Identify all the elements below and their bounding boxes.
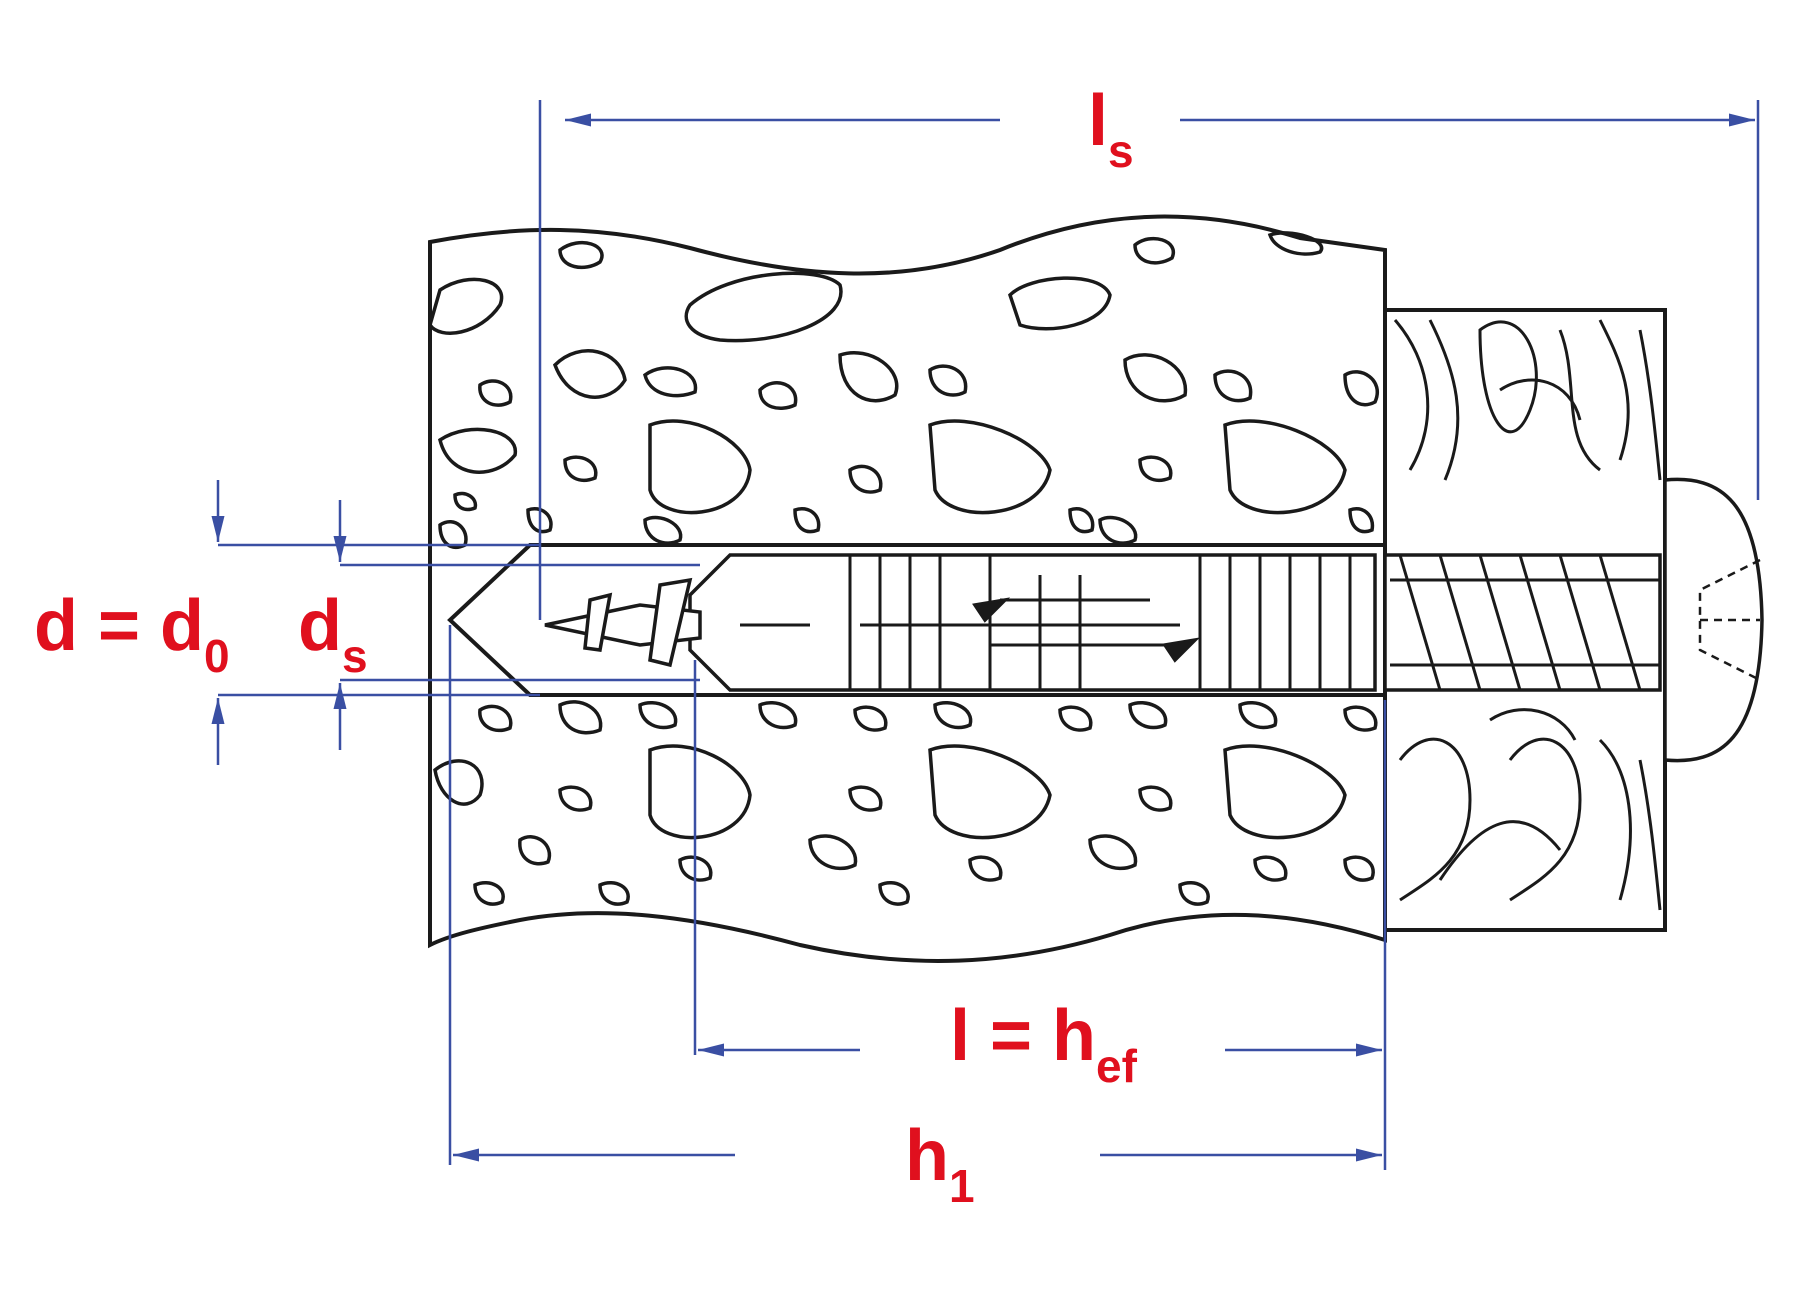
dimension-lines: [211, 100, 1760, 1170]
dimension-labels: ls d = d0 ds l = hef h1: [34, 81, 1138, 1212]
plug-anchor: [688, 553, 1377, 692]
ls-label: ls: [1088, 81, 1134, 177]
ds-label: ds: [298, 586, 368, 682]
concrete-aggregate: [428, 231, 1379, 906]
h1-label: h1: [905, 1116, 975, 1212]
drill-hole: [447, 543, 1385, 697]
l-hef-label: l = hef: [950, 996, 1138, 1092]
screw: [544, 477, 1764, 763]
d-d0-label: d = d0: [34, 586, 230, 682]
